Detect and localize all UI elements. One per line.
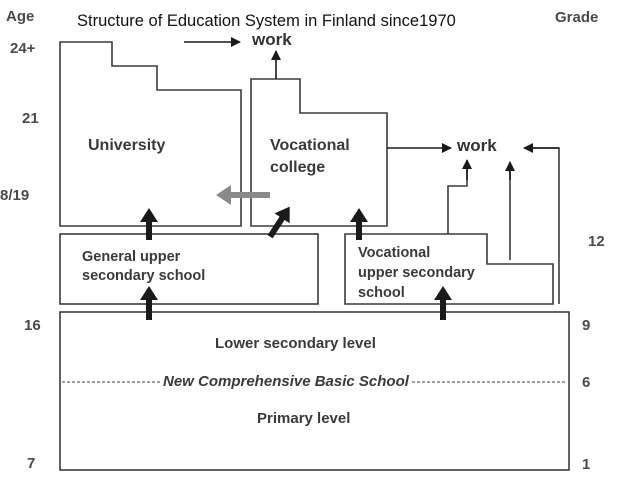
general-upper-label-2: secondary school <box>82 268 206 284</box>
lower-secondary-label: Lower secondary level <box>215 335 376 352</box>
vocational-college-box <box>250 78 388 227</box>
work-label-right: work <box>457 136 497 155</box>
university-box <box>59 41 242 227</box>
adult-line <box>530 147 560 304</box>
comprehensive-school-label: New Comprehensive Basic School <box>160 373 412 390</box>
arrow-college-to-university <box>216 185 270 205</box>
general-upper-label-1: General upper <box>82 249 181 265</box>
diagram-title: Structure of Education System in Finland… <box>77 12 456 30</box>
age-tick-18-19: 8/19 <box>0 187 30 204</box>
vocational-upper-label-2: upper secondary <box>358 265 475 281</box>
vocational-upper-label-1: Vocational <box>358 245 431 261</box>
grade-tick-1: 1 <box>582 456 591 473</box>
age-tick-16: 16 <box>24 317 41 334</box>
arrow-basic-to-general <box>140 286 158 320</box>
age-tick-7: 7 <box>27 455 36 472</box>
general-upper-box <box>59 233 319 305</box>
age-tick-21: 21 <box>22 110 39 127</box>
arrow-general-to-college <box>267 206 290 239</box>
vocational-upper-label-3: school <box>358 285 405 301</box>
age-axis-header: Age <box>6 8 35 25</box>
vocational-upper-box <box>344 233 554 305</box>
arrow-vocational-to-college <box>350 208 368 240</box>
vocational-college-label-2: college <box>270 159 326 176</box>
vocational-college-label-1: Vocational <box>270 137 350 154</box>
work-connector-1 <box>447 166 468 234</box>
arrow-basic-to-vocational <box>434 286 452 320</box>
arrow-general-to-university <box>140 208 158 240</box>
age-tick-24: 24+ <box>10 40 36 57</box>
primary-level-label: Primary level <box>257 410 351 427</box>
university-label: University <box>88 137 166 154</box>
basic-school-box <box>59 311 570 471</box>
grade-tick-9: 9 <box>582 317 591 334</box>
grade-tick-6: 6 <box>582 374 591 391</box>
grade-tick-12: 12 <box>588 233 605 250</box>
work-label-top: work <box>252 30 292 49</box>
grade-axis-header: Grade <box>555 9 599 26</box>
